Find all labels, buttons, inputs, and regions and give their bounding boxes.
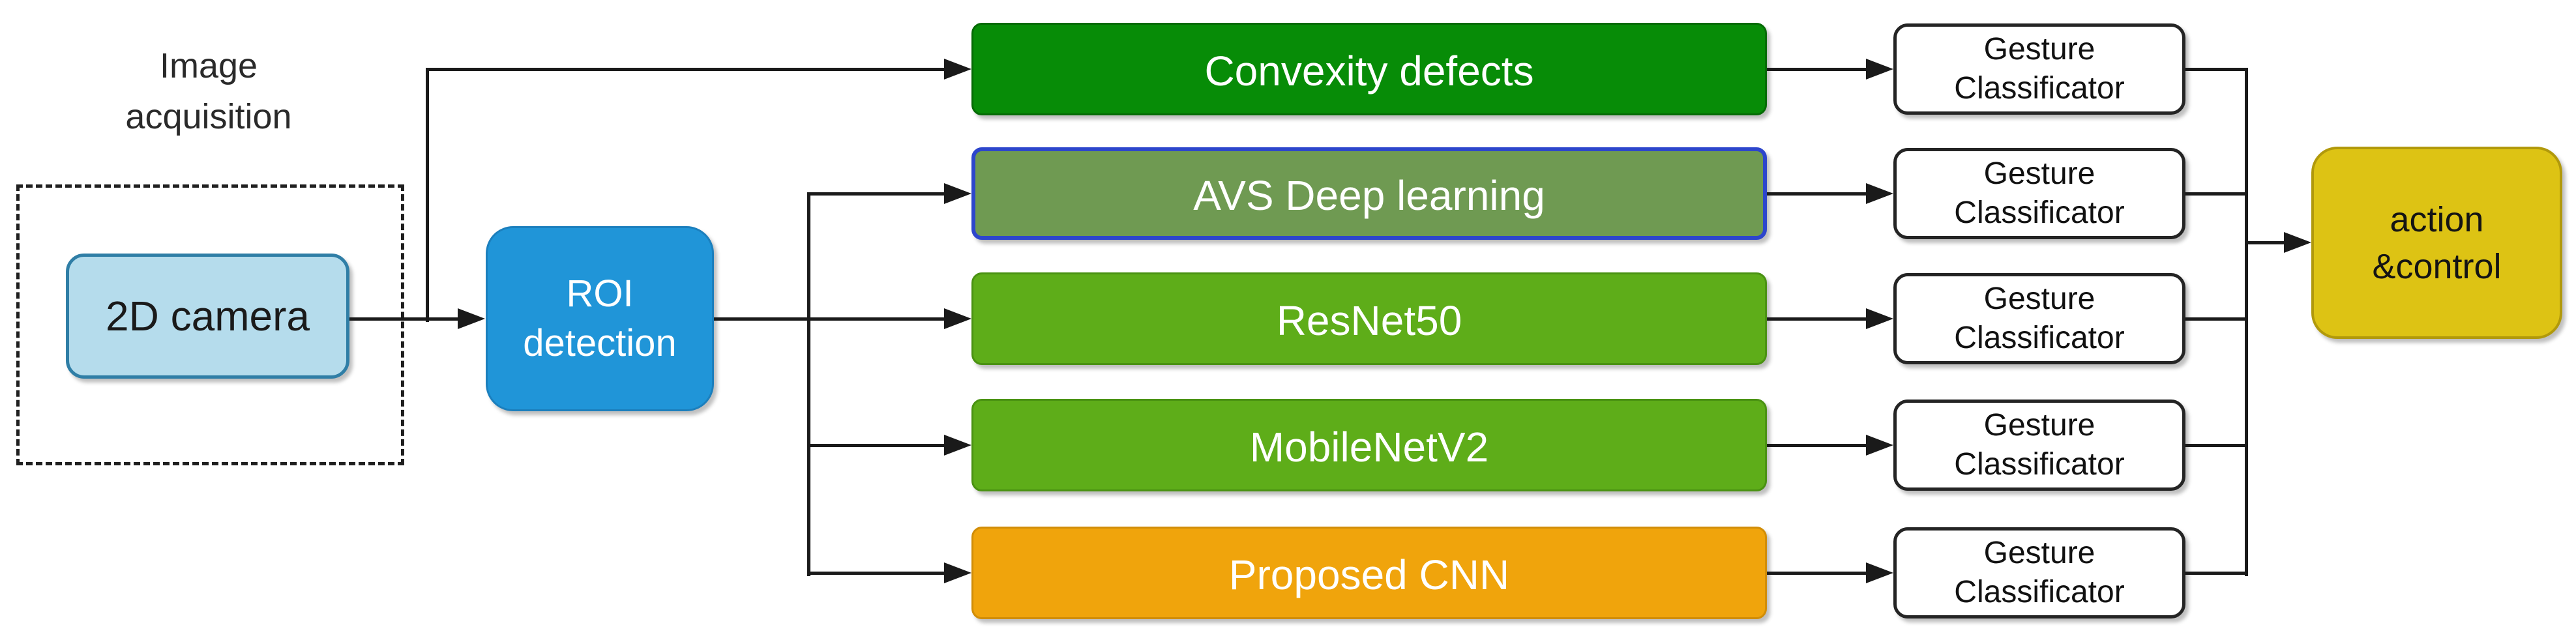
camera-node: 2D camera [66,254,349,379]
connector-camera-to-roi [349,317,459,321]
gesture-classificator-node-1: Gesture Classificator [1893,23,2185,115]
gesture-classificator-label: Gesture Classificator [1954,156,2125,230]
gesture-classificator-label: Gesture Classificator [1954,408,2125,482]
arrowhead-into-roi [458,308,485,329]
connector-pipe4-to-classifier [1767,444,1866,447]
connector-to-proposed-cnn [808,572,944,575]
camera-label: 2D camera [106,293,310,340]
pipeline-label: Convexity defects [1204,48,1534,95]
action-control-label: action &control [2372,199,2502,286]
gesture-classificator-node-5: Gesture Classificator [1893,527,2185,618]
gesture-classificator-label: Gesture Classificator [1954,282,2125,355]
image-acquisition-label: Image acquisition [125,46,292,136]
action-control-node: action &control [2311,147,2562,339]
connector-to-action [2246,241,2284,244]
gesture-classificator-node-2: Gesture Classificator [1893,148,2185,239]
connector-pipe1-to-classifier [1767,68,1866,71]
connector-pipe5-to-classifier [1767,572,1866,575]
arrowhead-into-action [2284,232,2311,253]
merge-bus-vertical [2245,68,2248,576]
arrowhead-into-avs [944,183,971,204]
pipeline-node-avs-deep-learning: AVS Deep learning [971,147,1767,240]
connector-classifier3-out [2185,317,2246,321]
gesture-classificator-node-3: Gesture Classificator [1893,273,2185,364]
fanout-bus-vertical [807,192,810,576]
arrowhead-into-classifier-5 [1866,562,1893,583]
arrowhead-into-resnet [944,308,971,329]
arrowhead-into-classifier-1 [1866,59,1893,80]
connector-classifier2-out [2185,192,2246,196]
connector-classifier1-out [2185,68,2246,71]
arrowhead-into-classifier-2 [1866,183,1893,204]
connector-to-avs [808,192,944,196]
connector-classifier5-out [2185,572,2246,575]
connector-roi-to-resnet [714,317,944,321]
arrowhead-into-convexity [944,59,971,80]
connector-pipe2-to-classifier [1767,192,1866,196]
pipeline-label: MobileNetV2 [1249,424,1489,471]
pipeline-label: ResNet50 [1276,297,1462,344]
pipeline-node-convexity-defects: Convexity defects [971,23,1767,115]
roi-detection-node: ROI detection [486,226,714,411]
pipeline-label: AVS Deep learning [1193,172,1545,219]
roi-detection-label: ROI detection [523,272,677,364]
arrowhead-into-classifier-3 [1866,308,1893,329]
connector-pipe3-to-classifier [1767,317,1866,321]
pipeline-node-mobilenetv2: MobileNetV2 [971,399,1767,491]
arrowhead-into-classifier-4 [1866,435,1893,456]
connector-classifier4-out [2185,444,2246,447]
pipeline-label: Proposed CNN [1228,551,1510,598]
pipeline-node-proposed-cnn: Proposed CNN [971,527,1767,619]
gesture-classificator-label: Gesture Classificator [1954,32,2125,106]
connector-to-convexity [426,68,944,71]
arrowhead-into-mobilenet [944,435,971,456]
pipeline-node-resnet50: ResNet50 [971,272,1767,365]
connector-to-mobilenet [808,444,944,447]
connector-branch-vertical [426,68,429,322]
arrowhead-into-proposed-cnn [944,562,971,583]
image-acquisition-group-box [16,184,404,465]
gesture-classificator-node-4: Gesture Classificator [1893,400,2185,491]
gesture-classificator-label: Gesture Classificator [1954,536,2125,609]
